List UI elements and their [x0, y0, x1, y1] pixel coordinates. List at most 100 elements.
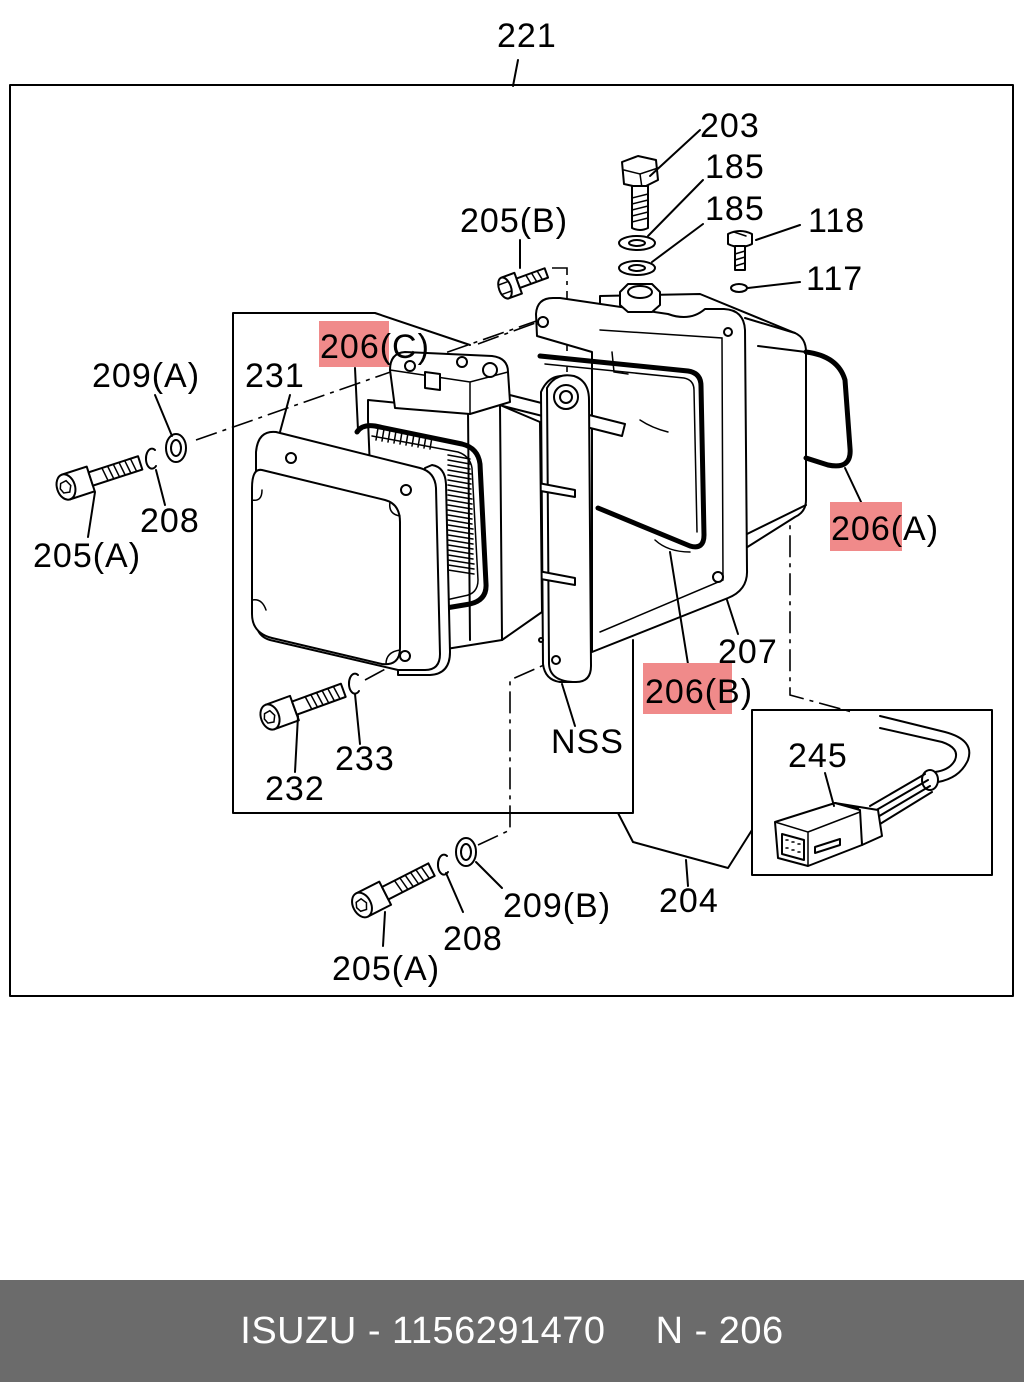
callout-label: 233	[335, 740, 395, 778]
flange-hole	[712, 571, 724, 583]
spring-washer	[436, 853, 449, 876]
gasket-block	[354, 423, 489, 611]
screw-thread	[734, 250, 746, 267]
callout-label: 221	[497, 17, 557, 55]
block-connector-pin	[404, 360, 416, 372]
parts-diagram: 221 203 185 185 205(B) 118 117 206(C) 20…	[9, 17, 1014, 997]
valve-block-grille	[375, 427, 433, 450]
leader-line	[294, 715, 299, 773]
bracket-boss-bore	[559, 390, 573, 404]
subassembly-bracket-line	[617, 812, 753, 869]
callout-label: 118	[808, 202, 865, 240]
leader-line	[155, 469, 166, 506]
block-connector-slot	[424, 371, 441, 391]
banjo-port-bore	[627, 285, 653, 299]
leader-line	[755, 224, 801, 241]
gasket-flange	[537, 353, 707, 550]
brand-part-number: ISUZU - 1156291470	[240, 1309, 606, 1352]
subassembly-frame	[232, 312, 634, 814]
flange-hole	[537, 316, 549, 328]
part-info-footer: ISUZU - 1156291470 N - 206	[0, 1280, 1024, 1382]
leader-line	[561, 683, 576, 727]
callout-label: 206(A)	[831, 510, 939, 548]
connector-terminals	[785, 839, 801, 853]
gasket-ring-right	[803, 349, 853, 469]
leader-line	[685, 859, 689, 887]
callout-label: 206(B)	[645, 673, 753, 711]
leader-line	[154, 394, 173, 437]
diagram-reference: N - 206	[655, 1309, 784, 1352]
connector-latch	[814, 838, 841, 854]
callout-label: 205(A)	[332, 950, 440, 988]
spring-washer	[144, 447, 157, 470]
housing-edge-line	[744, 317, 807, 536]
socket-bolt	[256, 677, 349, 734]
callout-label: 232	[265, 770, 325, 808]
callout-label: 185	[705, 190, 765, 228]
callout-highlight	[643, 663, 732, 714]
leader-line	[279, 394, 291, 433]
gasket-flange-inner-line	[544, 363, 698, 533]
callout-label: 205(A)	[33, 537, 141, 575]
small-washer	[730, 283, 748, 293]
callout-label: 209(B)	[503, 887, 611, 925]
leader-line	[354, 693, 361, 745]
leader-line	[824, 772, 835, 807]
sealing-washer-bore	[628, 239, 646, 247]
spring-washer	[347, 672, 360, 695]
callout-label: 208	[443, 920, 503, 958]
banjo-bolt-thread	[631, 193, 649, 223]
callout-label: 205(B)	[460, 202, 568, 240]
leader-line	[649, 129, 701, 177]
screw-slot	[733, 231, 747, 237]
cover-raised-panel	[251, 468, 401, 666]
centerline	[364, 659, 403, 681]
leader-line	[475, 861, 503, 889]
centerline	[477, 321, 539, 345]
gasket-block-inner-line	[371, 435, 479, 601]
harness-wires	[869, 773, 933, 825]
callout-highlight	[830, 502, 902, 551]
hex-bolt	[494, 261, 552, 302]
callout-label: 185	[705, 148, 765, 186]
callout-label: 206(C)	[320, 328, 430, 366]
socket-bolt	[347, 857, 439, 922]
cover-hole	[399, 650, 411, 662]
flange-hole	[723, 327, 733, 337]
outer-frame	[9, 84, 1014, 997]
harness-cable	[879, 727, 958, 773]
title-leader-line	[512, 59, 519, 87]
leader-line	[354, 367, 359, 431]
centerline	[195, 317, 546, 441]
callout-highlight	[319, 321, 389, 367]
flange-inner-edge	[599, 329, 724, 633]
leader-line	[726, 599, 739, 635]
leader-line	[844, 467, 863, 505]
callout-label: 231	[245, 357, 305, 395]
flat-washer-bore	[170, 439, 182, 457]
connector-face-edge	[774, 811, 861, 867]
harness-cable	[879, 715, 971, 783]
banjo-bolt-head	[621, 155, 659, 189]
block-connector-pin	[456, 356, 468, 368]
housing-recess-line	[611, 351, 691, 553]
leader-line	[651, 223, 704, 263]
leader-line	[445, 872, 464, 913]
callout-label: 207	[718, 633, 778, 671]
bracket-hole	[551, 655, 561, 665]
callout-label: 209(A)	[92, 357, 200, 395]
valve-block-fins	[447, 454, 475, 575]
bracket-hole	[538, 637, 544, 643]
bracket-plate	[546, 374, 592, 683]
callout-label: NSS	[551, 723, 624, 761]
sealing-washer-bore	[628, 264, 646, 272]
centerline	[477, 660, 554, 846]
flat-washer-bore	[460, 843, 472, 861]
screw-head	[727, 230, 753, 248]
leader-line	[747, 281, 801, 289]
callout-label: 245	[788, 737, 848, 775]
block-connector-port	[482, 362, 498, 378]
leader-line	[669, 551, 689, 665]
leader-line	[647, 179, 704, 237]
leader-line	[382, 911, 386, 947]
